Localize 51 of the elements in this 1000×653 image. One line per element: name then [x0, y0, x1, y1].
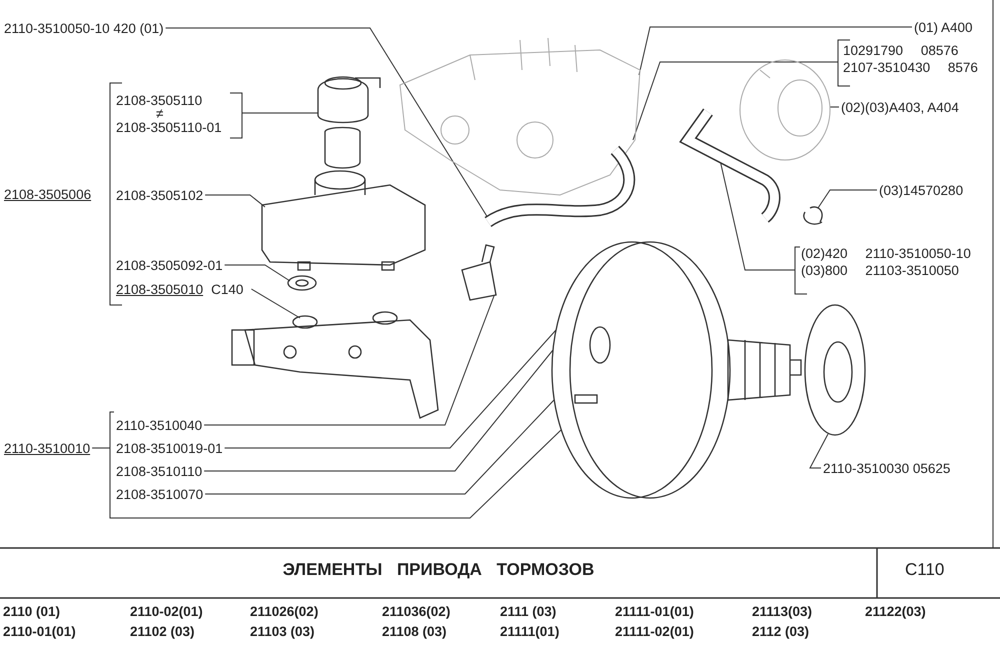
part-number: (03)14570280	[878, 182, 964, 199]
reservoir-cap-drawing	[317, 76, 381, 169]
leader-line	[830, 106, 840, 108]
model-code: 2110-02(01)	[130, 604, 203, 619]
part-number: (01) A400	[913, 19, 974, 36]
leader-line	[638, 26, 912, 76]
leader-line	[224, 264, 290, 282]
model-code: 21122(03)	[865, 604, 926, 619]
leader-line	[224, 330, 556, 448]
table-title: ЭЛЕМЕНТЫ ПРИВОДА ТОРМОЗОВ	[282, 560, 596, 580]
model-code: 2110-01(01)	[3, 624, 76, 639]
leader-line	[204, 400, 554, 494]
model-code: 21111-01(01)	[615, 604, 694, 619]
model-code: 21113(03)	[752, 604, 812, 619]
mounting-flange-drawing	[804, 304, 866, 436]
part-number: (02)(03)A403, A404	[840, 99, 960, 116]
model-code: 2111 (03)	[500, 604, 556, 619]
not-equal-sign: ≠	[155, 109, 164, 119]
leader-line	[250, 288, 300, 318]
leader-line	[242, 112, 318, 114]
leader-line	[818, 190, 878, 208]
model-code: 21111-02(01)	[615, 624, 694, 639]
leader-line	[204, 350, 554, 472]
intake-manifold-drawing	[399, 38, 641, 196]
master-cylinder-drawing	[231, 311, 439, 419]
reservoir-seal-drawing	[287, 275, 317, 291]
hose-drawing	[682, 108, 780, 222]
model-code: 21111(01)	[500, 624, 560, 639]
leader-line	[632, 62, 838, 140]
throttle-body-drawing	[740, 60, 830, 160]
model-code: 21108 (03)	[382, 624, 447, 639]
fluid-reservoir-drawing	[261, 170, 426, 271]
leader-line	[204, 194, 266, 208]
page-code: С110	[905, 562, 944, 578]
leader-line	[92, 412, 562, 518]
model-code: 21102 (03)	[130, 624, 195, 639]
model-code: 211036(02)	[382, 604, 450, 619]
part-number: 2110-3510050-10 420 (01)	[3, 20, 165, 37]
part-number: (03)800 21103-3510050	[800, 262, 960, 279]
brake-booster-drawing	[551, 241, 802, 499]
part-number: (02)420 2110-3510050-10	[800, 245, 972, 262]
vacuum-hose-drawing	[484, 146, 636, 228]
model-code: 2112 (03)	[752, 624, 810, 639]
hose-fitting-drawing	[461, 244, 497, 301]
leader-line	[165, 28, 488, 218]
leader-line	[204, 296, 494, 426]
model-code: 21103 (03)	[250, 624, 315, 639]
model-code: 2110 (01)	[3, 604, 60, 619]
leader-line	[809, 434, 828, 468]
model-code: 211026(02)	[250, 604, 318, 619]
hose-clamp-drawing	[803, 206, 823, 225]
